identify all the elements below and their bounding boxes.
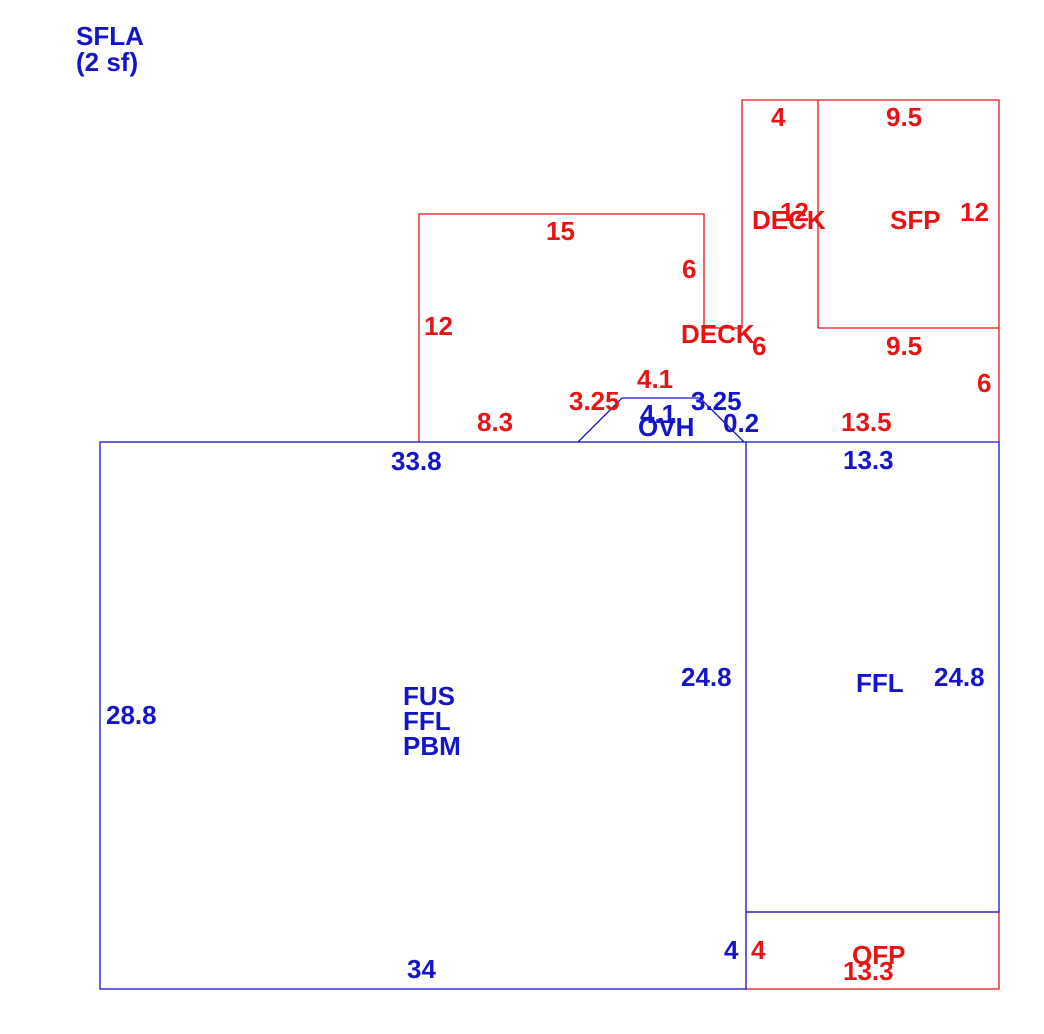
dim-main-right: 24.8 <box>681 662 732 692</box>
dim-ovh-top: 4.1 <box>637 364 673 394</box>
area-label-ofp: OFP <box>852 940 905 970</box>
area-label-ovh: OVH <box>638 412 694 442</box>
dim-deck-left-step: 6 <box>682 254 696 284</box>
area-label-ffl-main: FFL <box>403 706 451 736</box>
dim-deck-low-top: 9.5 <box>886 331 922 361</box>
ovh-outline <box>577 397 745 443</box>
dim-ffl-right: 24.8 <box>934 662 985 692</box>
area-label-pbm: PBM <box>403 731 461 761</box>
dim-deck-left-side: 12 <box>424 311 453 341</box>
dim-ovh-right: 0.2 <box>723 408 759 438</box>
area-label-deck-lower: DECK <box>681 319 755 349</box>
dim-ofp-left: 4 <box>751 935 766 965</box>
dim-main-left: 28.8 <box>106 700 157 730</box>
dim-ofp-bottom: 13.3 <box>843 956 894 986</box>
sketch-subtitle: (2 sf) <box>76 47 138 77</box>
area-label-ffl-right: FFL <box>856 668 904 698</box>
dim-deck-low-bottom: 13.5 <box>841 407 892 437</box>
area-label-fus: FUS <box>403 681 455 711</box>
dim-ovh-left-diag: 3.25 <box>569 386 620 416</box>
dim-ovh-right-diag: 3.25 <box>691 386 742 416</box>
dim-ovh-inner: 4.1 <box>640 399 676 429</box>
dim-deck-left-top: 15 <box>546 216 575 246</box>
dim-sfp-top: 9.5 <box>886 102 922 132</box>
dim-deck-right-top: 4 <box>771 102 786 132</box>
dim-main-right-lower: 4 <box>724 935 739 965</box>
deck-upper-outline <box>418 99 1000 442</box>
ffl-right-outline <box>746 441 1000 913</box>
area-label-deck-upper: DECK <box>752 205 826 235</box>
main-living-outline <box>99 441 747 990</box>
dim-deck-right-step: 6 <box>752 331 766 361</box>
sketch-title: SFLA <box>76 21 144 51</box>
dim-deck-low-right: 6 <box>977 368 991 398</box>
dim-sfp-right: 12 <box>960 197 989 227</box>
dim-main-top: 33.8 <box>391 446 442 476</box>
dim-deck-left-bottom: 8.3 <box>477 407 513 437</box>
dim-deck-right-side: 12 <box>780 197 809 227</box>
area-label-sfp: SFP <box>890 205 941 235</box>
dim-ffl-top: 13.3 <box>843 445 894 475</box>
dim-main-bottom: 34 <box>407 954 436 984</box>
